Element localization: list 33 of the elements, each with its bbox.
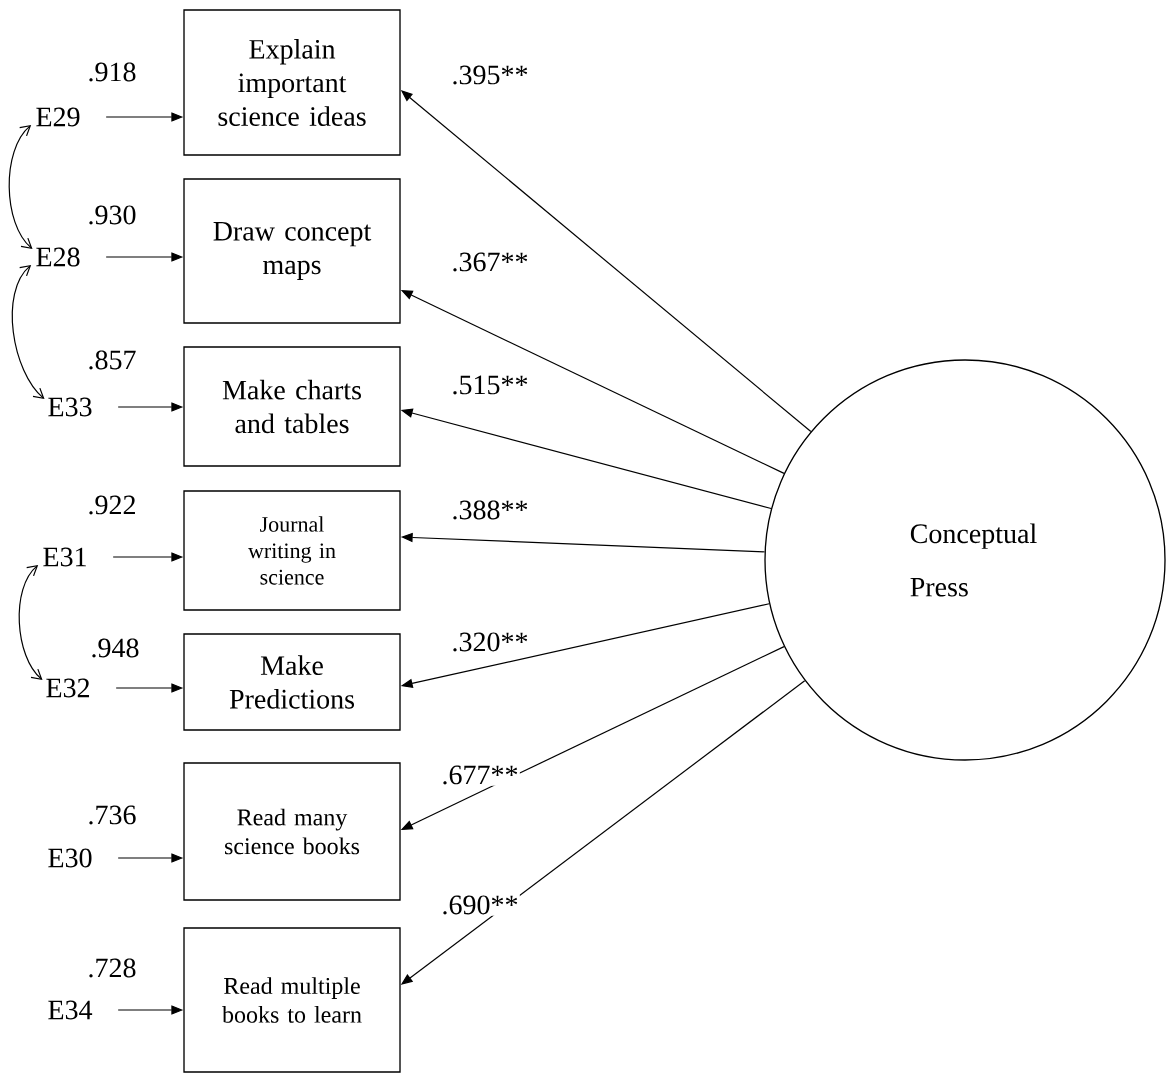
variance-value: .857 — [89, 350, 136, 370]
edge-label: .677** — [440, 764, 520, 786]
indicator-box: Make charts and tables — [183, 346, 401, 467]
edge-label: .690** — [440, 894, 520, 916]
edge-label: .515** — [450, 374, 530, 396]
edge-label: .388** — [450, 499, 530, 521]
error-label: E34 — [48, 1000, 93, 1020]
edge-label: .395** — [450, 64, 530, 86]
indicator-box: Explain important science ideas — [183, 9, 401, 156]
latent-circle — [764, 359, 1166, 761]
indicator-box: Journal writing in science — [183, 490, 401, 611]
variance-value: .948 — [92, 638, 139, 658]
arrow — [8, 125, 33, 249]
latent-label: Conceptual Press — [910, 523, 1037, 597]
edge-label: .320** — [450, 631, 530, 653]
variance-value: .728 — [89, 958, 136, 978]
error-label: E30 — [48, 848, 92, 868]
variance-value: .736 — [89, 805, 136, 825]
variance-value: .922 — [89, 495, 135, 515]
error-label: E31 — [43, 547, 86, 567]
variance-value: .930 — [89, 205, 136, 225]
variance-value: .918 — [89, 62, 136, 82]
indicator-box: Draw concept maps — [183, 178, 401, 324]
arrow — [18, 565, 43, 680]
error-label: E32 — [46, 678, 90, 698]
indicator-box: Read multiple books to learn — [183, 927, 401, 1073]
arrow — [11, 265, 45, 399]
error-label: E33 — [48, 397, 92, 417]
indicator-box: Make Predictions — [183, 633, 401, 731]
error-label: E29 — [36, 107, 80, 127]
error-label: E28 — [36, 247, 80, 267]
indicator-box: Read many science books — [183, 762, 401, 901]
edge-label: .367** — [450, 251, 530, 273]
